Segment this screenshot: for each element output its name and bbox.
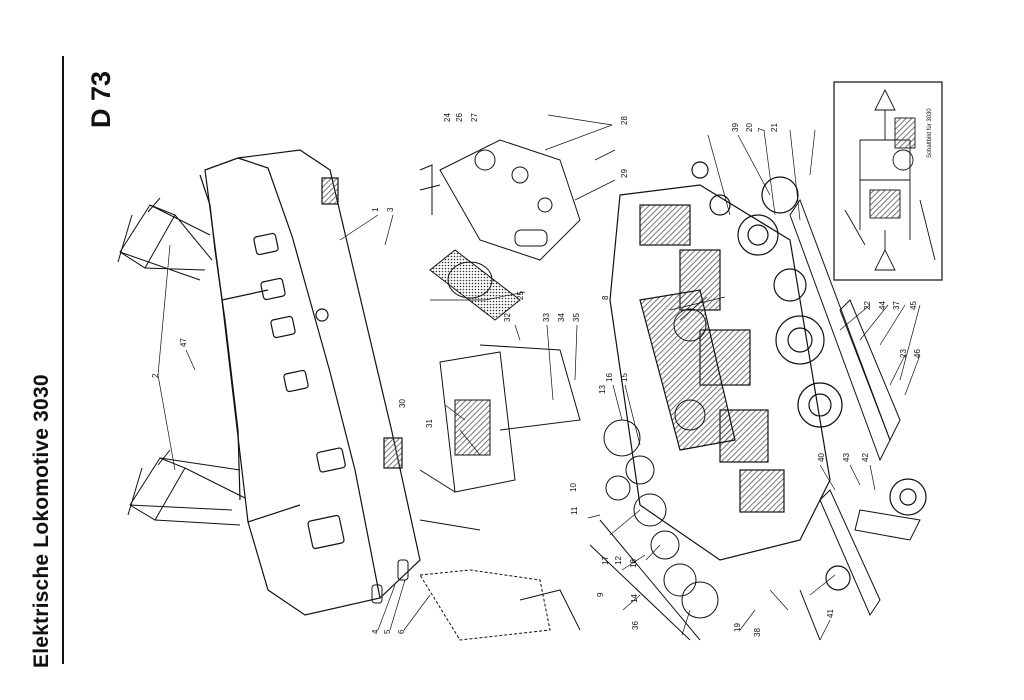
- callout-21: 21: [770, 123, 779, 132]
- callout-9: 9: [596, 592, 605, 597]
- leader-lines: [157, 114, 921, 641]
- callout-22: 22: [863, 301, 872, 310]
- chassis-frame: [609, 184, 831, 561]
- callout-17: 17: [601, 556, 610, 565]
- callout-36: 36: [631, 621, 640, 630]
- callout-42: 42: [861, 453, 870, 462]
- callout-1: 1: [371, 207, 380, 212]
- callout-8: 8: [601, 295, 610, 300]
- callout-3: 3: [386, 207, 395, 212]
- callout-2: 2: [151, 373, 160, 378]
- callout-15: 15: [620, 373, 629, 382]
- callout-34: 34: [557, 313, 566, 322]
- callout-41: 41: [826, 609, 835, 618]
- callout-35: 35: [572, 313, 581, 322]
- callout-30: 30: [398, 399, 407, 408]
- callout-39: 39: [731, 123, 740, 132]
- side-rods: [789, 198, 921, 641]
- callout-32: 32: [503, 313, 512, 322]
- callout-5: 5: [383, 629, 392, 634]
- callout-28: 28: [620, 116, 629, 125]
- callout-31: 31: [425, 419, 434, 428]
- callout-11: 11: [570, 506, 579, 515]
- callout-18: 18: [629, 559, 638, 568]
- callout-40: 40: [817, 453, 826, 462]
- callout-14: 14: [630, 594, 639, 603]
- margin-rule: [62, 56, 64, 664]
- callout-6: 6: [397, 629, 406, 634]
- callout-46: 46: [913, 349, 922, 358]
- callout-4: 4: [371, 629, 380, 634]
- callout-19: 19: [733, 623, 742, 632]
- wheel-sets: [691, 161, 927, 591]
- callout-24: 24: [443, 113, 452, 122]
- callout-47: 47: [179, 338, 188, 347]
- callout-38: 38: [753, 628, 762, 637]
- motor-assembly: [419, 139, 581, 321]
- callout-13: 13: [598, 385, 607, 394]
- pantograph-front: [117, 197, 213, 281]
- callout-20: 20: [745, 123, 754, 132]
- reversing-unit: [419, 344, 581, 531]
- schematic-inset: [833, 81, 943, 281]
- callout-10: 10: [569, 483, 578, 492]
- inset-caption: Schaltbild für 3030: [927, 108, 933, 158]
- locomotive-body: [199, 149, 421, 616]
- callout-7: 7: [757, 127, 766, 132]
- callout-44: 44: [878, 301, 887, 310]
- callout-26: 26: [455, 113, 464, 122]
- pantograph-rear: [127, 449, 246, 526]
- callout-45: 45: [909, 301, 918, 310]
- callout-23: 23: [899, 349, 908, 358]
- callout-29: 29: [620, 169, 629, 178]
- callout-33: 33: [542, 313, 551, 322]
- couplers: [371, 559, 581, 641]
- callout-12: 12: [614, 556, 623, 565]
- callout-16: 16: [605, 373, 614, 382]
- callout-27: 27: [470, 113, 479, 122]
- callout-37: 37: [892, 301, 901, 310]
- callout-25: 25: [516, 291, 525, 300]
- callout-43: 43: [842, 453, 851, 462]
